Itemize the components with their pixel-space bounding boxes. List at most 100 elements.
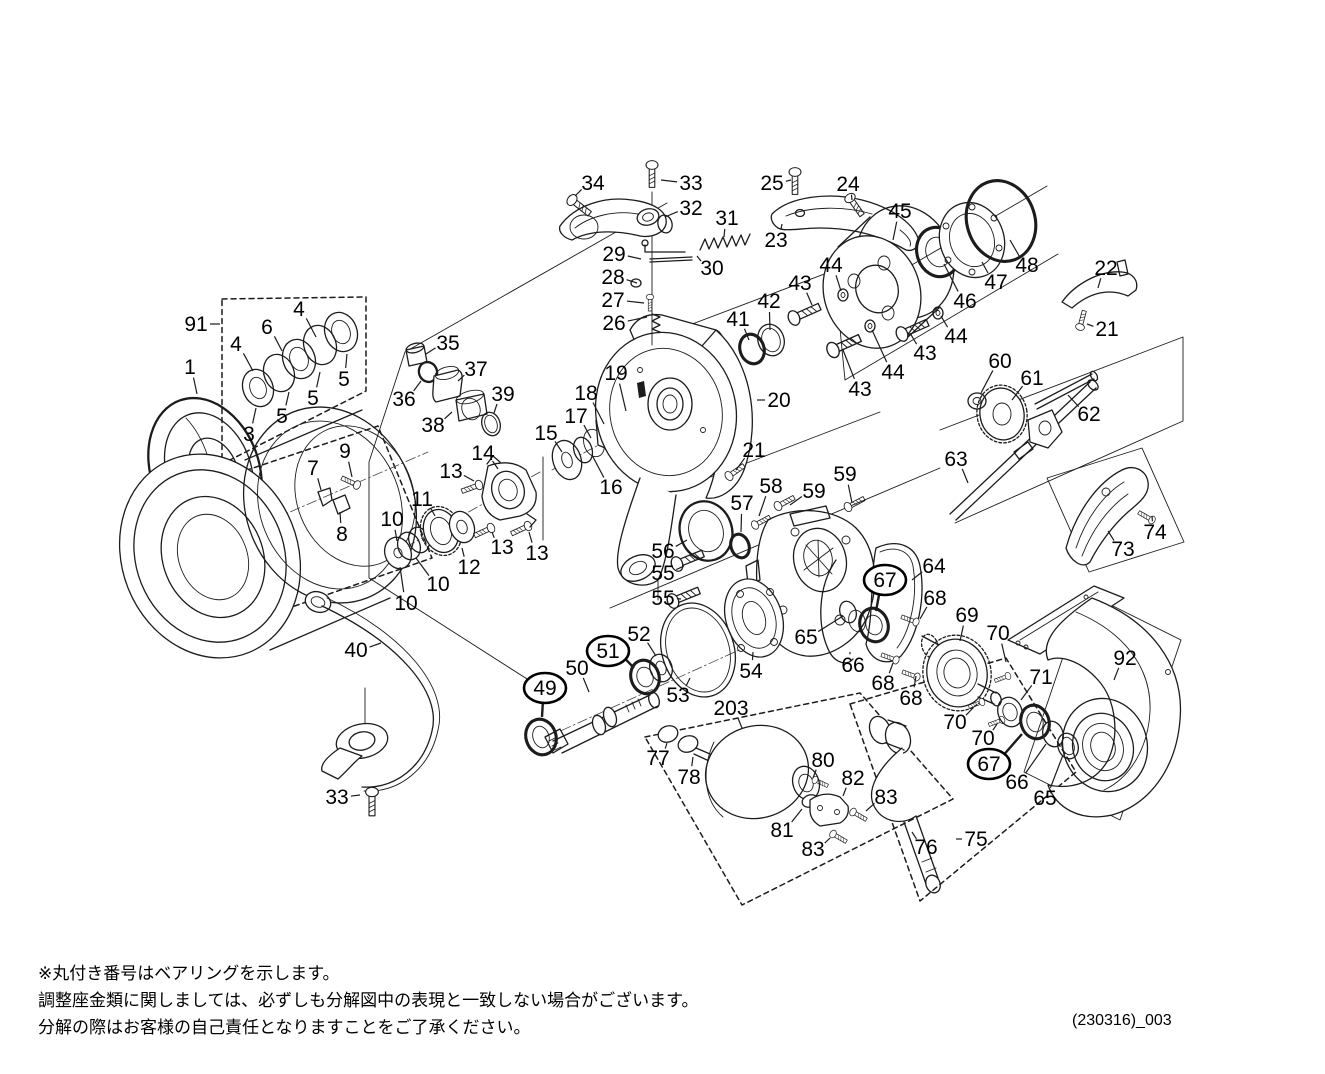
svg-text:5: 5 (338, 368, 350, 391)
wire-spring-66 (820, 559, 854, 664)
part-label-73-88: 73 (1107, 530, 1135, 561)
svg-text:35: 35 (436, 332, 459, 355)
part-label-40-82: 40 (344, 639, 382, 662)
part-label-51-67: 51 (585, 634, 635, 669)
svg-text:4: 4 (293, 298, 305, 321)
part-label-66-93: 66 (841, 651, 865, 677)
part-label-68-92: 68 (919, 587, 947, 620)
svg-text:5: 5 (307, 387, 319, 410)
part-label-28-10: 28 (601, 266, 638, 289)
svg-text:77: 77 (646, 747, 669, 770)
footer-note-line: ※丸付き番号はベアリングを示します。 (38, 964, 340, 983)
part-label-15-55: 15 (534, 422, 563, 453)
part-label-10-51: 10 (394, 566, 418, 615)
svg-text:18: 18 (574, 382, 597, 405)
part-label-42-15: 42 (757, 290, 781, 331)
bearing-67-left (858, 606, 890, 644)
svg-text:52: 52 (627, 623, 650, 646)
svg-text:70: 70 (971, 727, 994, 750)
part-label-78-74: 78 (677, 756, 701, 789)
svg-text:65: 65 (794, 626, 817, 649)
oscillating-gear-housing (664, 492, 923, 683)
svg-text:13: 13 (525, 542, 548, 565)
footer-note-line: 分解の際はお客様の自己責任となりますことをご了承ください。 (38, 1018, 531, 1037)
part-label-17-54: 17 (564, 405, 592, 439)
part-label-7-35: 7 (307, 457, 322, 491)
body-guard-clip (1061, 259, 1138, 332)
oscillating-parts (405, 342, 501, 437)
part-label-43-25: 43 (909, 332, 937, 365)
svg-text:81: 81 (770, 819, 793, 842)
bearing-49 (524, 717, 558, 757)
part-label-91-26: 91 (184, 313, 220, 336)
svg-text:54: 54 (739, 660, 763, 683)
svg-text:43: 43 (848, 378, 871, 401)
part-label-30-9: 30 (696, 255, 724, 280)
svg-text:67: 67 (977, 753, 1000, 776)
svg-text:40: 40 (344, 639, 367, 662)
roller-clutch-cap-56 (678, 500, 734, 562)
svg-text:92: 92 (1113, 647, 1136, 670)
part-label-75-81: 75 (956, 828, 988, 851)
part-label-14-43: 14 (471, 442, 499, 470)
svg-text:49: 49 (533, 677, 556, 700)
part-label-68-94: 68 (871, 662, 895, 695)
part-label-71-99: 71 (1020, 666, 1053, 701)
part-label-82-77: 82 (841, 767, 865, 797)
part-label-74-89: 74 (1143, 515, 1167, 544)
part-label-49-69: 49 (522, 671, 568, 718)
part-label-59-61: 59 (833, 463, 857, 504)
part-label-3-34: 3 (243, 407, 257, 446)
part-label-46-17: 46 (943, 263, 977, 313)
svg-text:68: 68 (871, 672, 894, 695)
part-label-8-37: 8 (336, 511, 348, 546)
part-label-57-62: 57 (730, 492, 754, 533)
svg-text:46: 46 (953, 290, 976, 313)
svg-text:48: 48 (1015, 254, 1038, 277)
part-label-43-14: 43 (788, 272, 813, 306)
handle-side-cover (1065, 467, 1158, 566)
part-label-68-95: 68 (899, 675, 923, 710)
main-shaft-unit (524, 602, 736, 757)
part-label-13-44: 13 (439, 460, 475, 483)
part-label-55-65: 55 (651, 587, 682, 610)
part-label-52-66: 52 (627, 623, 657, 657)
svg-text:11: 11 (411, 488, 433, 511)
footer-note-line: 調整座金類に関しましては、必ずしも分解図中の表現と一致しない場合がございます。 (38, 991, 699, 1010)
svg-text:21: 21 (742, 439, 765, 462)
svg-text:91: 91 (184, 313, 207, 336)
svg-text:70: 70 (986, 622, 1009, 645)
handle-knob-203 (704, 724, 810, 820)
part-label-60-84: 60 (980, 350, 1012, 394)
svg-text:41: 41 (726, 308, 749, 331)
svg-text:26: 26 (602, 312, 625, 335)
svg-text:74: 74 (1143, 521, 1167, 544)
svg-text:83: 83 (874, 786, 897, 809)
svg-text:22: 22 (1094, 257, 1117, 280)
part-label-10-50: 10 (415, 557, 450, 596)
worm-box (939, 336, 1184, 524)
svg-text:29: 29 (602, 243, 625, 266)
part-label-65-105: 65 (794, 615, 844, 649)
bail-spring (699, 233, 751, 251)
document-number: (230316)_003 (1072, 1012, 1172, 1029)
handle-knob-assembly (657, 724, 869, 846)
part-label-47-18: 47 (981, 261, 1008, 294)
svg-text:13: 13 (490, 536, 513, 559)
svg-text:43: 43 (913, 342, 936, 365)
part-label-13-48: 13 (490, 531, 514, 559)
part-label-61-85: 61 (1011, 367, 1044, 401)
part-label-70-100: 70 (943, 706, 975, 734)
svg-text:28: 28 (601, 266, 624, 289)
svg-text:65: 65 (1033, 787, 1056, 810)
part-label-44-24: 44 (940, 315, 968, 348)
svg-text:76: 76 (914, 836, 937, 859)
svg-text:5: 5 (276, 405, 288, 428)
part-label-67-102: 67 (966, 733, 1023, 781)
guide-diagonal-left (368, 202, 668, 701)
svg-text:27: 27 (601, 289, 624, 312)
part-label-23-6: 23 (764, 223, 788, 252)
part-label-62-86: 62 (1067, 394, 1101, 426)
